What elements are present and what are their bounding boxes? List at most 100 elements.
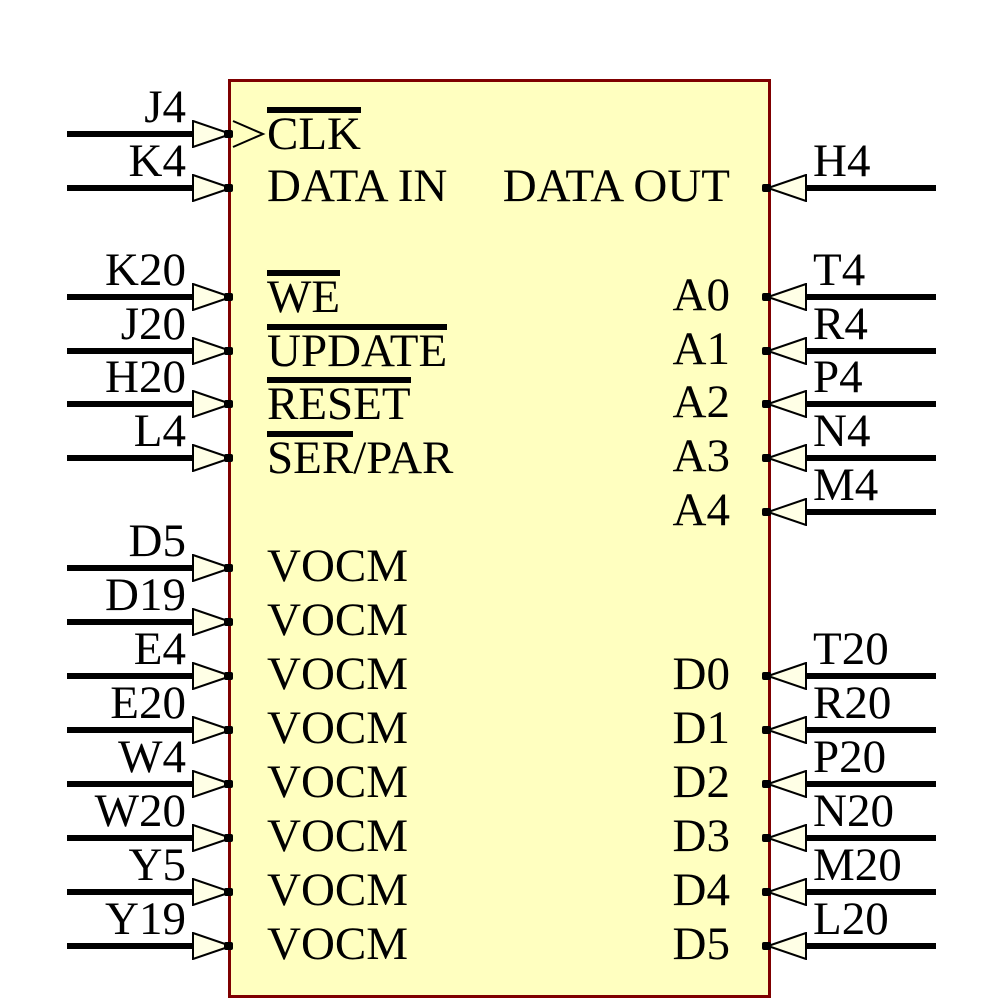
connection-dot (762, 293, 771, 301)
signal-text: D2 (672, 756, 730, 808)
signal-label: WE (267, 270, 341, 323)
pad-label: T4 (813, 244, 866, 296)
input-arrow-icon (192, 715, 235, 745)
connection-dot (224, 564, 233, 572)
input-arrow-icon (192, 282, 235, 312)
pin-wire (804, 455, 936, 461)
input-arrow-icon (764, 389, 807, 419)
input-arrow-icon (192, 173, 235, 203)
signal-label: D1 (430, 703, 730, 753)
pin-wire (67, 727, 193, 733)
input-arrow-icon (192, 336, 235, 366)
pad-label: K20 (105, 244, 186, 296)
pin-wire (67, 348, 193, 354)
pin-wire (804, 727, 936, 733)
pin-wire (67, 619, 193, 625)
signal-label: VOCM (267, 865, 408, 915)
pin-wire (804, 294, 936, 300)
pad-label: J4 (144, 81, 186, 133)
pad-label: H4 (813, 135, 871, 187)
input-arrow-icon (764, 931, 807, 961)
signal-overline-text: SER (267, 431, 354, 484)
signal-label: D0 (430, 649, 730, 699)
connection-dot (224, 780, 233, 788)
pin-wire (67, 185, 193, 191)
signal-label: DATA IN (267, 161, 447, 211)
pin-wire (804, 943, 936, 949)
pin-wire (67, 455, 193, 461)
pin-wire (67, 781, 193, 787)
input-arrow-icon (764, 336, 807, 366)
signal-label: VOCM (267, 811, 408, 861)
connection-dot (224, 454, 233, 462)
connection-dot (762, 184, 771, 192)
input-arrow-icon (764, 497, 807, 527)
signal-text: D4 (672, 864, 730, 916)
signal-text: A3 (672, 430, 730, 482)
pad-label: L4 (133, 405, 186, 457)
signal-text: D0 (672, 648, 730, 700)
connection-dot (762, 726, 771, 734)
pin-wire (804, 509, 936, 515)
pin-wire (804, 185, 936, 191)
pin-wire (67, 401, 193, 407)
input-arrow-icon (192, 931, 235, 961)
signal-text: A1 (672, 323, 730, 375)
input-arrow-icon (192, 877, 235, 907)
pad-label: N4 (813, 405, 871, 457)
signal-text: D1 (672, 702, 730, 754)
signal-text: D5 (672, 918, 730, 970)
connection-dot (224, 672, 233, 680)
ic-body (228, 79, 771, 998)
pin-wire (804, 673, 936, 679)
signal-text: DATA OUT (502, 160, 730, 212)
pad-label: P4 (813, 351, 863, 403)
connection-dot (224, 834, 233, 842)
signal-label: A2 (430, 377, 730, 427)
signal-overline-text: CLK (267, 107, 361, 160)
connection-dot (224, 184, 233, 192)
clock-indicator-icon (232, 120, 272, 148)
signal-label: D3 (430, 811, 730, 861)
input-arrow-icon (764, 823, 807, 853)
signal-overline-text: WE (267, 270, 341, 323)
signal-text: VOCM (267, 648, 409, 700)
connection-dot (762, 508, 771, 516)
input-arrow-icon (764, 877, 807, 907)
pin-wire (67, 835, 193, 841)
signal-text: VOCM (267, 918, 409, 970)
connection-dot (224, 888, 233, 896)
connection-dot (224, 130, 233, 138)
signal-label: SER/PAR (267, 431, 453, 483)
signal-label: D4 (430, 865, 730, 915)
pad-label: R4 (813, 298, 868, 350)
signal-label: VOCM (267, 703, 408, 753)
pin-wire (804, 781, 936, 787)
signal-text: /PAR (353, 432, 454, 484)
signal-label: A1 (430, 324, 730, 374)
pin-wire (67, 131, 193, 137)
signal-text: DATA IN (267, 160, 448, 212)
connection-dot (224, 618, 233, 626)
pad-label: J20 (120, 298, 186, 350)
pin-wire (804, 889, 936, 895)
signal-text: VOCM (267, 540, 409, 592)
connection-dot (224, 726, 233, 734)
pad-label: T20 (813, 623, 889, 675)
pad-label: L20 (813, 893, 889, 945)
signal-text: VOCM (267, 702, 409, 754)
signal-label: D5 (430, 919, 730, 969)
input-arrow-icon (192, 769, 235, 799)
pad-label: E20 (110, 677, 186, 729)
connection-dot (224, 942, 233, 950)
signal-label: A0 (430, 270, 730, 320)
signal-label: UPDATE (267, 324, 448, 376)
pin-wire (67, 943, 193, 949)
input-arrow-icon (192, 119, 235, 149)
pad-label: K4 (128, 135, 186, 187)
input-arrow-icon (192, 553, 235, 583)
input-arrow-icon (192, 607, 235, 637)
signal-text: VOCM (267, 756, 409, 808)
input-arrow-icon (764, 282, 807, 312)
